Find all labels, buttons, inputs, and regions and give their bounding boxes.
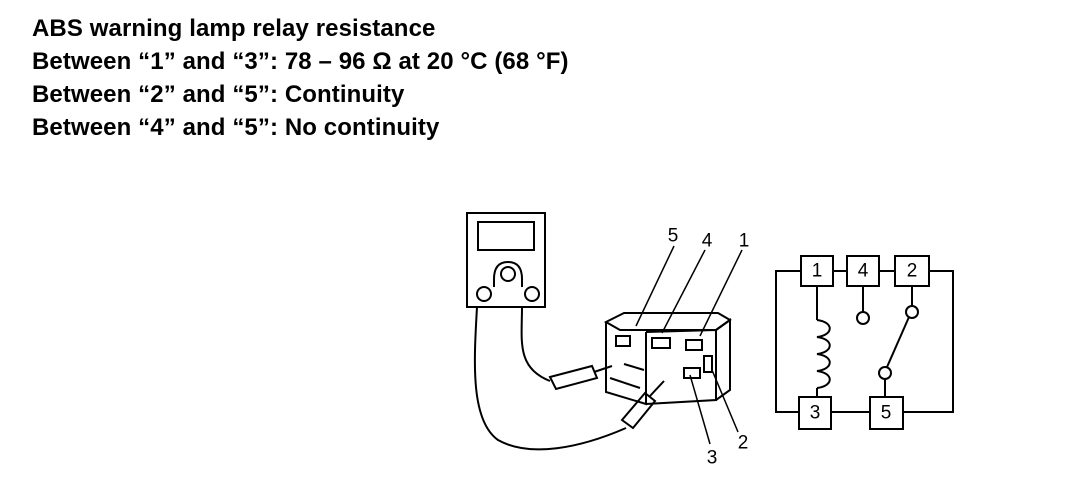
wire-left — [775, 270, 801, 413]
relay-pin-4 — [651, 337, 671, 349]
callout-line-5 — [635, 245, 675, 327]
schematic-terminal-4 — [846, 255, 880, 287]
ohmmeter-display — [477, 221, 535, 251]
relay-callout-lines — [635, 245, 743, 445]
relay-detail-1 — [623, 363, 645, 371]
spec-title: ABS warning lamp relay resistance — [32, 15, 436, 42]
schematic-label-1: 1 — [812, 261, 823, 282]
schematic-label-2: 2 — [907, 261, 918, 282]
relay-detail-2 — [609, 377, 641, 389]
schematic-terminal-2 — [894, 255, 930, 287]
callout-line-1 — [699, 249, 743, 337]
coil — [816, 319, 831, 389]
spec-line-4-5: Between “4” and “5”: No continuity — [32, 114, 440, 141]
relay-callout-5: 5 — [668, 226, 679, 247]
ohmmeter-jack-left — [476, 286, 492, 302]
relay-pin-2 — [703, 355, 713, 373]
callout-line-4 — [661, 249, 706, 334]
schematic-label-5: 5 — [881, 403, 892, 424]
relay — [603, 312, 732, 406]
schematic-terminal-3 — [798, 396, 832, 430]
probe-upper-tip — [593, 365, 613, 373]
callout-line-2 — [711, 369, 739, 433]
contact-2-point — [905, 305, 919, 319]
spec-line-1-3: Between “1” and “3”: 78 – 96 Ω at 20 °C … — [32, 48, 569, 75]
relay-pin-5 — [615, 335, 631, 347]
test-leads — [473, 306, 665, 451]
ohmmeter — [466, 212, 546, 308]
relay-pin-1 — [685, 339, 703, 351]
lead-lower — [473, 306, 627, 451]
contact-4-point — [856, 311, 870, 325]
spec-line-2-5: Between “2” and “5”: Continuity — [32, 81, 405, 108]
relay-callout-4: 4 — [702, 231, 713, 252]
relay-front — [645, 328, 717, 405]
relay-callout-2: 2 — [738, 433, 749, 454]
ohmmeter-dial-knob — [500, 266, 516, 282]
schematic-terminal-1 — [800, 255, 834, 287]
probe-lower-tip — [649, 380, 665, 397]
ohmmeter-jack-right — [524, 286, 540, 302]
relay-pin-3 — [683, 367, 701, 379]
lead-upper — [520, 306, 551, 382]
schematic-label-3: 3 — [810, 403, 821, 424]
wire-right — [903, 270, 954, 413]
schematic-label-4: 4 — [858, 261, 869, 282]
switch-arm — [886, 316, 910, 368]
switch-pivot — [878, 366, 892, 380]
relay-callout-3: 3 — [707, 448, 718, 469]
spec-text-block: ABS warning lamp relay resistance Betwee… — [32, 12, 569, 144]
schematic-terminal-5 — [869, 396, 904, 430]
ohmmeter-body — [466, 212, 546, 308]
relay-schematic — [775, 255, 954, 430]
relay-front-left — [605, 322, 647, 406]
ohmmeter-dial — [493, 260, 523, 287]
relay-side — [715, 318, 731, 401]
callout-line-3 — [689, 374, 711, 445]
probe-upper — [548, 364, 599, 391]
relay-callout-1: 1 — [739, 231, 750, 252]
